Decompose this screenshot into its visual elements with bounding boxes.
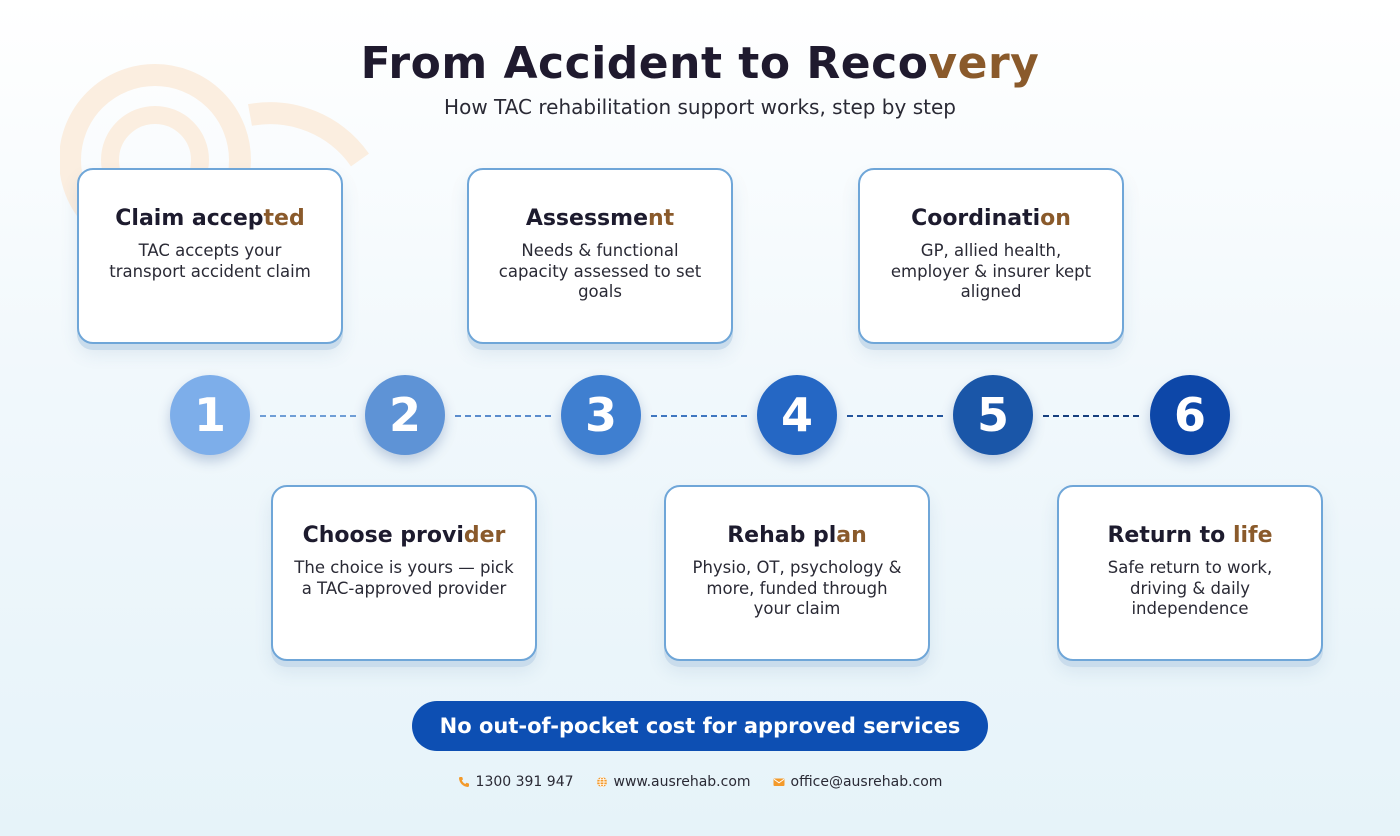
step-number-6: 6 <box>1150 375 1230 455</box>
step-title: Coordination <box>911 206 1071 231</box>
step-number-2: 2 <box>365 375 445 455</box>
step-card-coordination: Coordination GP, allied health, employer… <box>858 168 1124 344</box>
website-link: www.ausrehab.com <box>613 774 751 790</box>
phone-number: 1300 391 947 <box>475 774 574 790</box>
contact-footer: 1300 391 947 www.ausrehab.com office@aus… <box>0 774 1400 790</box>
step-number-5: 5 <box>953 375 1033 455</box>
cost-banner: No out-of-pocket cost for approved servi… <box>412 701 988 751</box>
step-description: Physio, OT, psychology & more, funded th… <box>692 558 902 618</box>
step-number-4: 4 <box>757 375 837 455</box>
step-title: Assessment <box>525 206 675 231</box>
step-number-1: 1 <box>170 375 250 455</box>
email-address: office@ausrehab.com <box>790 774 943 790</box>
footer-phone[interactable]: 1300 391 947 <box>458 774 574 790</box>
step-title: Rehab plan <box>727 523 867 548</box>
email-icon <box>773 778 785 786</box>
step-description: Safe return to work, driving & daily ind… <box>1107 558 1273 618</box>
page-subtitle: How TAC rehabilitation support works, st… <box>444 95 956 119</box>
phone-icon <box>458 777 469 787</box>
footer-website[interactable]: www.ausrehab.com <box>596 774 751 790</box>
step-card-return-to-life: Return to life Safe return to work, driv… <box>1057 485 1323 661</box>
connector-3-4 <box>651 415 747 417</box>
step-description: GP, allied health, employer & insurer ke… <box>890 241 1092 301</box>
step-card-choose-provider: Choose provider The choice is yours — pi… <box>271 485 537 661</box>
page-title: From Accident to Recovery <box>360 38 1040 89</box>
step-description: TAC accepts your transport accident clai… <box>109 241 311 281</box>
step-card-assessment: Assessment Needs & functional capacity a… <box>467 168 733 344</box>
step-title: Choose provider <box>302 523 506 548</box>
step-title: Claim accepted <box>115 206 305 231</box>
step-description: The choice is yours — pick a TAC-approve… <box>294 558 514 598</box>
step-description: Needs & functional capacity assessed to … <box>498 241 702 301</box>
step-card-rehab-plan: Rehab plan Physio, OT, psychology & more… <box>664 485 930 661</box>
connector-1-2 <box>260 415 356 417</box>
connector-2-3 <box>455 415 551 417</box>
step-title: Return to life <box>1107 523 1273 548</box>
connector-5-6 <box>1043 415 1139 417</box>
step-card-claim-accepted: Claim accepted TAC accepts your transpor… <box>77 168 343 344</box>
globe-icon <box>596 776 607 788</box>
connector-4-5 <box>847 415 943 417</box>
footer-email[interactable]: office@ausrehab.com <box>773 774 943 790</box>
step-number-3: 3 <box>561 375 641 455</box>
